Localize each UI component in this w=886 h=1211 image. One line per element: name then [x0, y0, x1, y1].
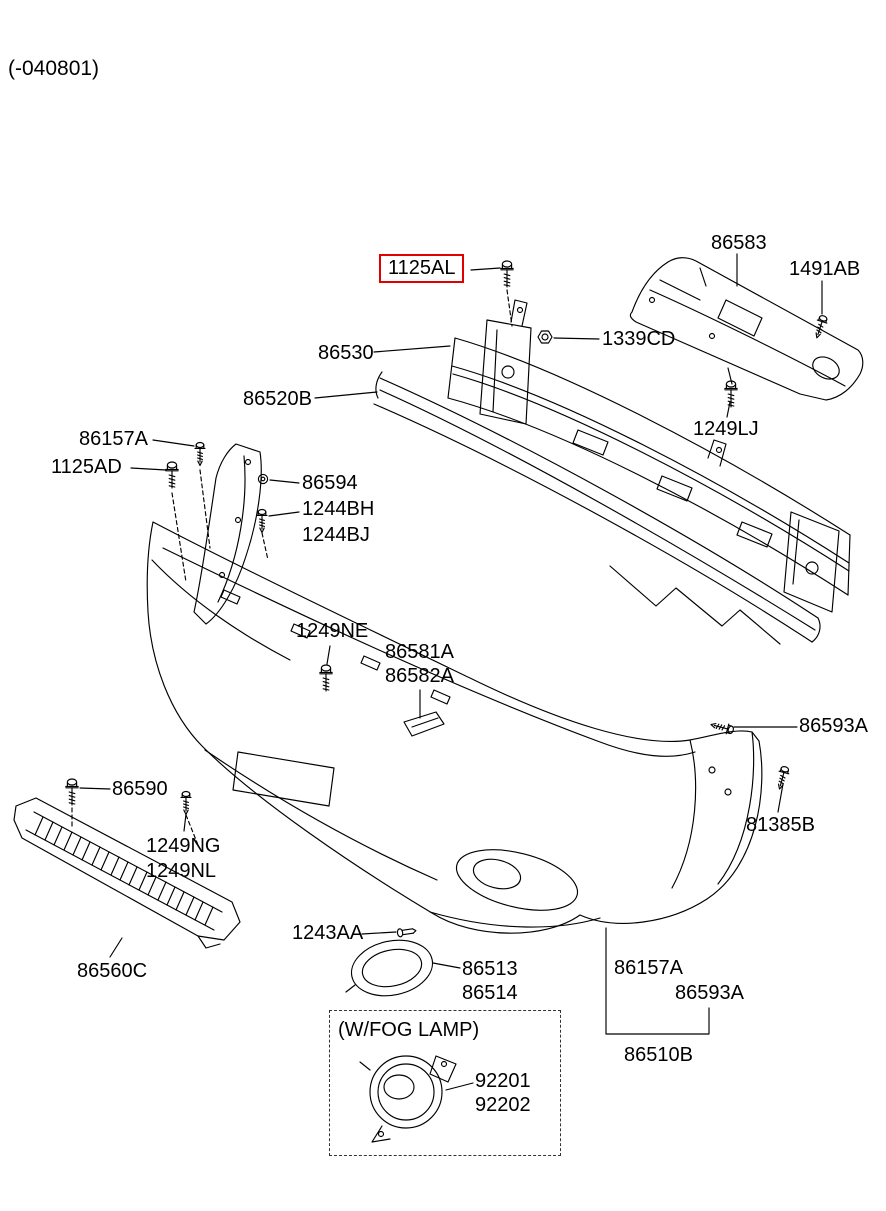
bolt-1125AD-icon [165, 461, 179, 489]
part-label-86581A[interactable]: 86581A [385, 641, 454, 663]
part-label-86582A[interactable]: 86582A [385, 665, 454, 687]
part-label-1244BH[interactable]: 1244BH [302, 498, 375, 520]
bolt-1249NE-icon [319, 664, 333, 692]
revision-code: (-040801) [8, 57, 100, 80]
part-label-86594[interactable]: 86594 [302, 472, 358, 494]
bolt-1249LJ-icon [724, 380, 738, 408]
part-label-86157A-side[interactable]: 86157A [79, 428, 148, 450]
bolt-86590-icon [65, 778, 79, 806]
bolt-1125AL-icon [500, 260, 514, 288]
reinforcement-rail-drawing [447, 299, 851, 613]
fog-lamp-cover-drawing [345, 939, 434, 997]
nut-1339CD-icon [537, 330, 553, 344]
part-label-81385B[interactable]: 81385B [746, 814, 815, 836]
part-label-86514[interactable]: 86514 [462, 982, 518, 1004]
part-label-92201[interactable]: 92201 [475, 1070, 531, 1092]
leader-lines [71, 253, 823, 1091]
part-label-1339CD[interactable]: 1339CD [602, 328, 676, 350]
grommet-86594-icon [257, 473, 269, 485]
part-label-86510B[interactable]: 86510B [624, 1044, 693, 1066]
fog-lamp-drawing [359, 1055, 457, 1143]
part-label-86590[interactable]: 86590 [112, 778, 168, 800]
fasteners [65, 260, 830, 938]
part-label-1244BJ[interactable]: 1244BJ [302, 524, 370, 546]
part-label-86593A-side[interactable]: 86593A [799, 715, 868, 737]
part-label-1243AA[interactable]: 1243AA [292, 922, 364, 944]
part-label-86520B[interactable]: 86520B [243, 388, 312, 410]
part-label-1249NE[interactable]: 1249NE [296, 620, 369, 642]
part-label-86583[interactable]: 86583 [711, 232, 767, 254]
part-label-1249LJ[interactable]: 1249LJ [693, 418, 759, 440]
part-label-1125AD[interactable]: 1125AD [51, 456, 122, 478]
side-bracket-drawing [193, 443, 262, 625]
part-label-86513[interactable]: 86513 [462, 958, 518, 980]
part-label-86560C[interactable]: 86560C [77, 960, 148, 982]
energy-absorber-drawing [373, 371, 821, 645]
screw-86157A-side-icon [194, 441, 206, 467]
part-label-86593A-front[interactable]: 86593A [675, 982, 744, 1004]
part-label-86157A-front[interactable]: 86157A [614, 957, 683, 979]
part-label-92202[interactable]: 92202 [475, 1094, 531, 1116]
fog-lamp-option-box [329, 1010, 561, 1156]
fog-lamp-option-note: (W/FOG LAMP) [338, 1019, 480, 1041]
screw-1249NG-icon [180, 790, 192, 816]
part-label-1249NL[interactable]: 1249NL [146, 860, 217, 882]
bumper-cover-drawing [146, 521, 763, 934]
part-label-1249NG[interactable]: 1249NG [146, 835, 221, 857]
part-label-1491AB[interactable]: 1491AB [789, 258, 861, 280]
cowl-panel-drawing [629, 257, 864, 401]
screw-1491AB-icon [811, 313, 830, 340]
grille-drawing [13, 797, 241, 949]
screw-1244BH-icon [256, 508, 268, 534]
part-label-1125AL-highlighted[interactable]: 1125AL [379, 254, 465, 283]
pin-1243AA-icon [396, 926, 418, 938]
part-label-86530[interactable]: 86530 [318, 342, 374, 364]
